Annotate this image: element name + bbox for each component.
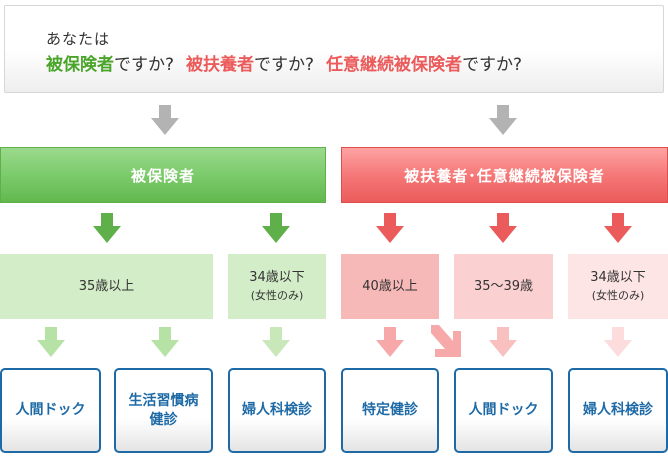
down-arrow-icon [93, 213, 121, 243]
age-group-insured-35plus: 35歳以上 [0, 254, 213, 319]
question-line: 被保険者ですか?被扶養者ですか?任意継続被保険者ですか? [46, 50, 534, 75]
question-voluntary-suffix: ですか? [462, 55, 523, 75]
gyn-insured-button[interactable]: 婦人科検診 [228, 368, 326, 453]
down-arrow-icon [151, 105, 179, 135]
down-arrow-icon [489, 213, 517, 243]
down-arrow-icon [489, 105, 517, 135]
question-insured: 被保険者 [46, 55, 114, 75]
question-dependent: 被扶養者 [186, 55, 255, 75]
question-prefix: あなたは [46, 30, 111, 48]
insured-header: 被保険者 [0, 147, 326, 203]
age-label: 35〜39歳 [473, 278, 534, 294]
down-arrow-icon [376, 213, 404, 243]
age-group-dependent-35to39: 35〜39歳 [454, 254, 553, 319]
age-note: (女性のみ) [250, 288, 304, 302]
age-group-insured-34under: 34歳以下 (女性のみ) [228, 254, 326, 319]
lifestyle-checkup-label: 生活習慣病健診 [128, 392, 199, 428]
question-voluntary: 任意継続被保険者 [326, 55, 463, 75]
age-label: 40歳以上 [362, 278, 418, 294]
gyn-dependent-button[interactable]: 婦人科検診 [568, 368, 668, 453]
question-dependent-suffix: ですか? [254, 55, 315, 75]
age-group-dependent-40plus: 40歳以上 [341, 254, 439, 319]
age-group-dependent-34under: 34歳以下 (女性のみ) [568, 254, 668, 319]
down-arrow-icon [151, 327, 179, 357]
age-label: 34歳以下 [590, 269, 646, 285]
dependent-header: 被扶養者･任意継続被保険者 [341, 147, 668, 203]
diagonal-arrow-icon [431, 325, 461, 357]
lifestyle-checkup-button[interactable]: 生活習慣病健診 [114, 368, 213, 453]
age-note: (女性のみ) [591, 288, 645, 302]
down-arrow-icon [604, 327, 632, 357]
age-label: 35歳以上 [78, 278, 135, 294]
down-arrow-icon [604, 213, 632, 243]
question-insured-suffix: ですか? [114, 55, 175, 75]
age-label: 34歳以下 [249, 269, 305, 285]
down-arrow-icon [376, 327, 404, 357]
down-arrow-icon [37, 327, 65, 357]
specific-checkup-button[interactable]: 特定健診 [341, 368, 439, 453]
dock-insured-button[interactable]: 人間ドック [0, 368, 101, 453]
dock-dependent-button[interactable]: 人間ドック [454, 368, 553, 453]
question-box [4, 5, 664, 93]
down-arrow-icon [262, 213, 290, 243]
down-arrow-icon [262, 327, 290, 357]
down-arrow-icon [489, 327, 517, 357]
